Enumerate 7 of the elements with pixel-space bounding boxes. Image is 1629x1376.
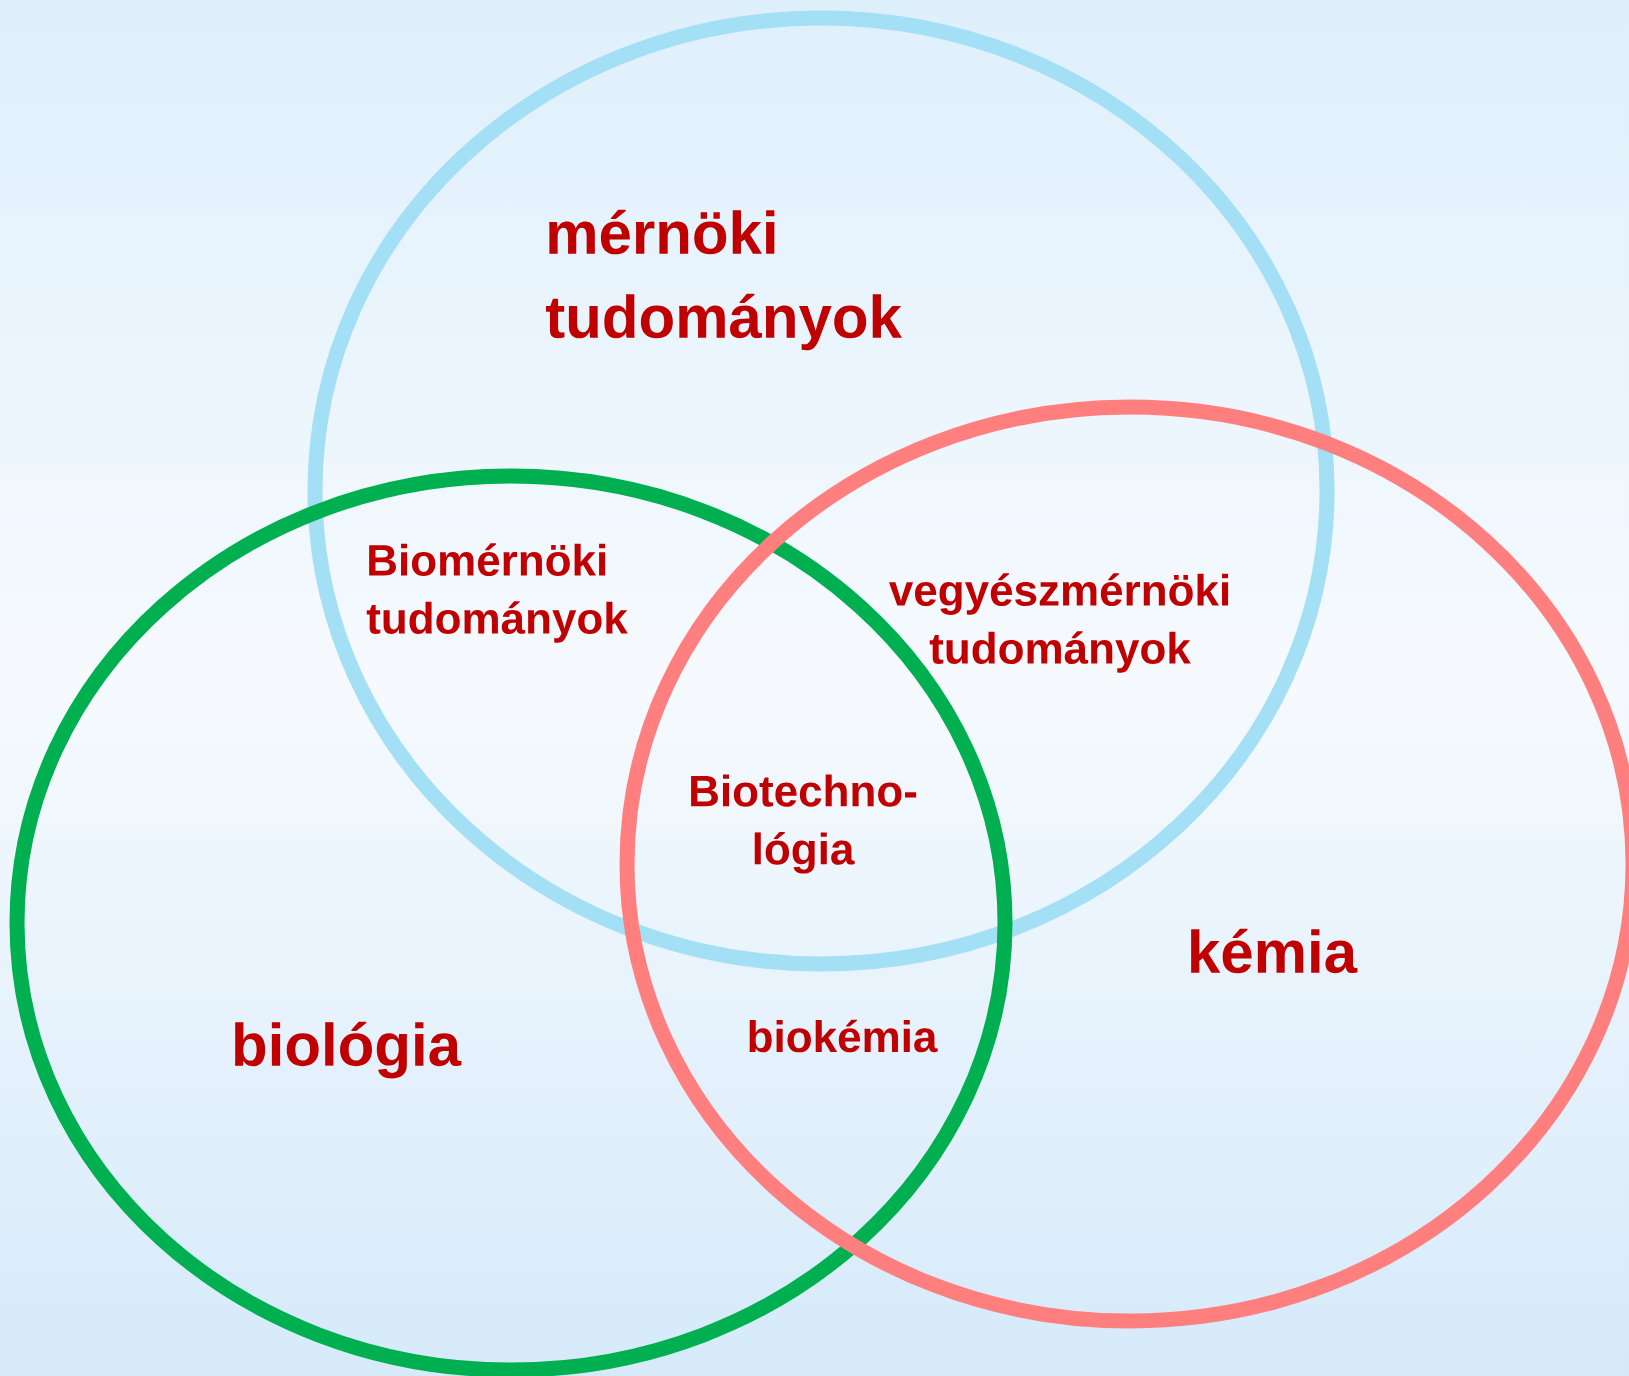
overlap-label: biokémia bbox=[749, 1019, 938, 1053]
region-label: biológia bbox=[234, 1021, 462, 1079]
region-label: kémia bbox=[1191, 928, 1358, 974]
overlap-label: Biomérnöki tudományok bbox=[366, 543, 628, 643]
overlap-label: vegyészmérnöki tudományok bbox=[889, 573, 1229, 673]
region-label: mérnöki tudományok bbox=[545, 209, 902, 351]
overlap-label: Biotechno-lógia bbox=[691, 774, 917, 874]
